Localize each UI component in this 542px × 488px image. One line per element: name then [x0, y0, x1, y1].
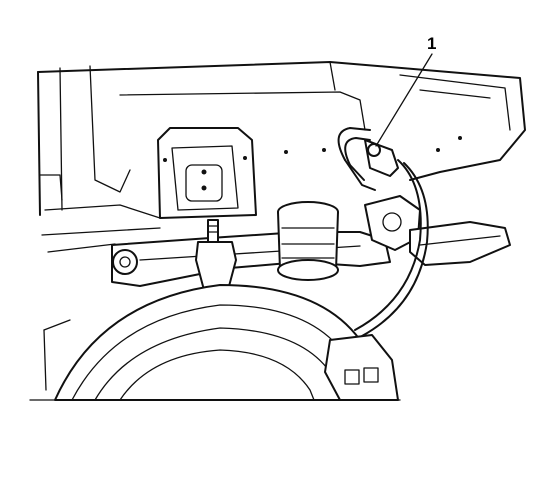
body-mount-bracket: [157, 127, 257, 219]
callout-1: 1: [375, 34, 436, 147]
lower-arm: [409, 221, 511, 266]
callout-leader-line: [375, 53, 433, 147]
brake-hose: [337, 127, 429, 337]
ball-joint: [195, 219, 237, 291]
frame-rail: [37, 61, 526, 216]
brake-caliper: [324, 334, 399, 401]
callout-number: 1: [427, 34, 436, 53]
shock-assembly: [277, 201, 339, 281]
upper-control-arm: [111, 231, 391, 287]
left-frame-details: [39, 174, 161, 391]
